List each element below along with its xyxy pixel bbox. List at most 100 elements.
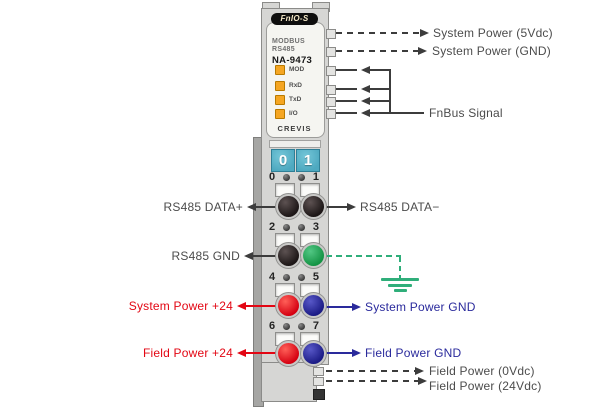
fnbus-branch: [370, 88, 390, 90]
arrowhead: [418, 377, 427, 385]
model-number: NA-9473: [272, 55, 313, 66]
wire-field-power-0vdc: [326, 370, 415, 372]
terminal-5-system-gnd[interactable]: [303, 295, 324, 316]
fnbus-tail: [391, 112, 424, 114]
led-label: TxD: [289, 96, 302, 103]
status-dot-icon: [297, 223, 305, 231]
wire-field-power-plus24: [246, 352, 286, 354]
wire-field-power-gnd: [316, 352, 352, 354]
terminal-number-row: 2 3: [269, 220, 319, 234]
arrowhead: [418, 47, 427, 55]
wire-field-power-24vdc: [326, 380, 418, 382]
fnbus-stub: [336, 100, 357, 102]
terminal-3-earth[interactable]: [303, 245, 324, 266]
terminal-0-rs485-data-plus[interactable]: [278, 196, 299, 217]
status-dot-icon: [297, 322, 305, 330]
system-power-plus24-label: System Power +24: [128, 299, 233, 313]
module-body-foot: [261, 362, 317, 402]
bus-notch: [326, 109, 336, 119]
fnbus-bus-line: [389, 69, 391, 114]
arrowhead: [244, 252, 253, 260]
wire-system-power-gnd24: [316, 306, 352, 308]
arrowhead: [361, 97, 370, 105]
system-power-gnd-label: System Power GND: [365, 300, 476, 314]
wire-rs485-data-minus: [315, 206, 347, 208]
protocol-line2: RS485: [272, 46, 295, 53]
led-row-io: I/O: [275, 108, 298, 119]
rotary-digit: 0: [278, 152, 288, 169]
wire-rs485-gnd: [253, 255, 289, 257]
status-dot-icon: [297, 273, 305, 281]
wire-system-power-plus24: [246, 305, 286, 307]
field-notch: [313, 367, 324, 376]
wire-earth-ground-drop: [399, 257, 401, 278]
fnbus-branch: [370, 112, 390, 114]
terminal-number: 1: [312, 171, 319, 183]
terminal-2-rs485-gnd[interactable]: [278, 245, 299, 266]
brand-name: CREVIS: [277, 124, 312, 133]
fnbus-signal-label: FnBus Signal: [429, 106, 503, 120]
led-row-mod: MOD: [275, 64, 305, 75]
arrowhead: [352, 303, 361, 311]
terminal-number-row: 6 7: [269, 319, 319, 333]
rotary-switch-ones[interactable]: 1: [296, 149, 320, 172]
led-label: RxD: [289, 82, 303, 89]
terminal-number-row: 0 1: [269, 170, 319, 184]
terminal-4-system-power[interactable]: [278, 295, 299, 316]
arrowhead: [237, 349, 246, 357]
terminal-number: 0: [269, 171, 276, 183]
field-power-0vdc-label: Field Power (0Vdc): [429, 364, 535, 378]
rs485-gnd-label: RS485 GND: [171, 249, 240, 263]
terminal-6-field-power[interactable]: [278, 343, 299, 364]
arrowhead: [347, 203, 356, 211]
led-indicator-icon: [275, 94, 285, 105]
arrowhead: [361, 66, 370, 74]
terminal-number: 5: [312, 271, 319, 283]
din-hook-left: [262, 2, 280, 12]
status-dot-icon: [283, 173, 291, 181]
wire-system-power-gnd: [336, 50, 418, 52]
arrowhead: [361, 109, 370, 117]
bus-notch: [326, 47, 336, 57]
arrowhead: [247, 203, 256, 211]
rs485-data-minus-label: RS485 DATA−: [360, 200, 440, 214]
wire-release-slot[interactable]: [300, 183, 320, 197]
protocol-line1: MODBUS: [272, 38, 305, 45]
terminal-number: 6: [269, 320, 276, 332]
arrowhead: [237, 302, 246, 310]
rotary-switch-tens[interactable]: 0: [271, 149, 295, 172]
status-dot-icon: [283, 322, 291, 330]
led-label: MOD: [289, 66, 305, 73]
led-indicator-icon: [275, 64, 285, 75]
led-label: I/O: [289, 110, 298, 117]
terminal-number: 3: [312, 221, 319, 233]
terminal-number: 7: [312, 320, 319, 332]
arrowhead: [415, 367, 424, 375]
terminal-7-field-gnd[interactable]: [303, 343, 324, 364]
bus-notch: [326, 66, 336, 76]
field-notch: [313, 377, 324, 386]
rs485-data-plus-label: RS485 DATA+: [163, 200, 243, 214]
status-dot-icon: [283, 223, 291, 231]
terminal-number-row: 4 5: [269, 270, 319, 284]
status-dot-icon: [297, 173, 305, 181]
terminal-number: 2: [269, 221, 276, 233]
arrowhead: [361, 85, 370, 93]
module-label-panel: [266, 22, 325, 138]
din-latch: [313, 389, 325, 400]
led-row-rxd: RxD: [275, 80, 303, 91]
status-dot-icon: [283, 273, 291, 281]
rotary-digit: 1: [303, 152, 313, 169]
field-power-plus24-label: Field Power +24: [142, 346, 233, 360]
terminal-1-rs485-data-minus[interactable]: [303, 196, 324, 217]
fnbus-stub: [336, 112, 357, 114]
bus-notch: [326, 29, 336, 39]
system-power-gnd-top-label: System Power (GND): [432, 44, 551, 58]
wire-release-slot[interactable]: [275, 183, 295, 197]
fnbus-branch: [370, 100, 390, 102]
arrowhead: [352, 349, 361, 357]
wire-rs485-data-plus: [256, 206, 289, 208]
switch-cover-bar: [269, 140, 321, 148]
series-badge: FnIO-S: [271, 13, 318, 25]
